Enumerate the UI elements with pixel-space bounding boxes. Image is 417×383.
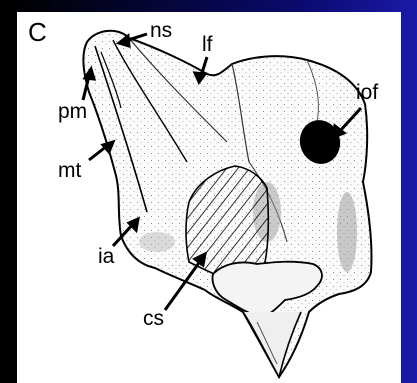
label-ia: ia: [98, 246, 114, 267]
label-pm: pm: [58, 101, 87, 122]
label-cs: cs: [143, 308, 164, 329]
panel-letter: C: [28, 19, 47, 45]
label-iof: iof: [356, 82, 378, 103]
skull-drawing: [17, 12, 401, 383]
label-lf: lf: [202, 34, 213, 55]
figure-panel: C ns lf iof pm mt ia cs: [17, 12, 401, 383]
label-ns: ns: [150, 20, 172, 41]
label-mt: mt: [58, 160, 81, 181]
